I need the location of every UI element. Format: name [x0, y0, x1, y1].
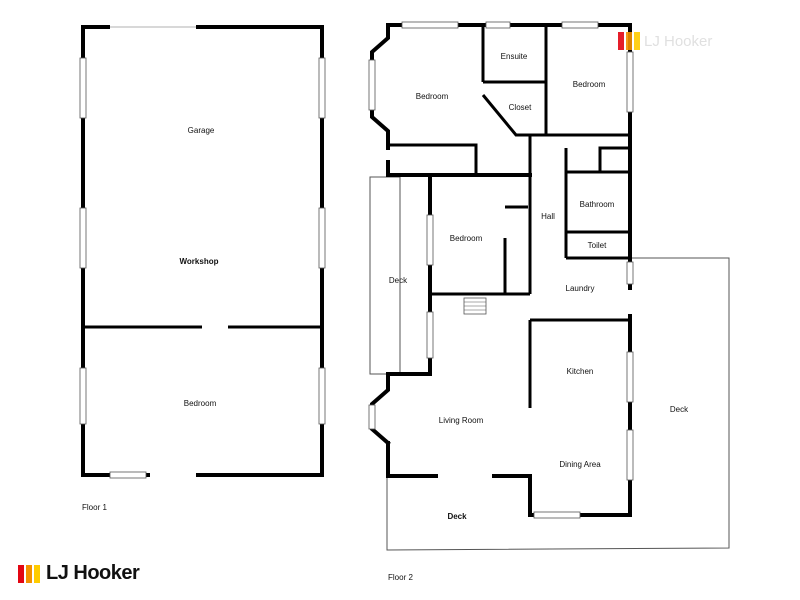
floor-2-window [626, 429, 634, 481]
watermark-bar-yellow [634, 32, 640, 50]
floor-2-window [626, 51, 634, 113]
floor-2-window [368, 404, 376, 430]
room-label-garage: Garage [188, 126, 215, 135]
room-label-closet: Closet [509, 103, 532, 112]
floor-2-plan: Bedroom Ensuite Closet Bedroom Hall Bath… [368, 21, 730, 582]
floor-1-plan: Garage Workshop Bedroom Floor 1 [79, 23, 326, 512]
brand-mark-icon [18, 564, 40, 583]
room-label-bathroom: Bathroom [580, 200, 615, 209]
living-room-door [438, 472, 492, 480]
room-label-ensuite: Ensuite [501, 52, 528, 61]
room-label-living-room: Living Room [439, 416, 484, 425]
laundry-door [627, 290, 633, 314]
floor-2-window [368, 59, 376, 111]
room-label-kitchen: Kitchen [567, 367, 594, 376]
wall-closet-diag [481, 94, 546, 137]
brand-logo: LJ Hooker [18, 562, 140, 585]
brand-watermark: LJ Hooker [618, 32, 712, 50]
brand-name: LJ Hooker [46, 562, 140, 584]
floor-2-window [626, 261, 634, 285]
room-label-deck-south: Deck [447, 512, 467, 521]
floor-1-window [79, 367, 87, 425]
room-label-workshop: Workshop [180, 257, 219, 266]
room-label-deck-west: Deck [389, 276, 408, 285]
floor-1-window [109, 471, 147, 479]
room-label-deck-east: Deck [670, 405, 689, 414]
floor-1-bottom-door [150, 471, 196, 479]
floor-1-window [318, 207, 326, 269]
floor-2-window [533, 511, 581, 519]
room-label-bedroom-ne: Bedroom [573, 80, 606, 89]
floor-2-window [426, 214, 434, 266]
room-label-toilet: Toilet [588, 241, 607, 250]
floor-2-window [561, 21, 599, 29]
floor-2-window [626, 351, 634, 403]
watermark-bar-red [618, 32, 624, 50]
floor-1-label: Floor 1 [82, 503, 107, 512]
room-label-bedroom-mid: Bedroom [450, 234, 483, 243]
floor-2-label: Floor 2 [388, 573, 413, 582]
brand-mark-bar-red [18, 564, 24, 583]
room-label-bedroom-nw: Bedroom [416, 92, 449, 101]
room-label-laundry: Laundry [566, 284, 595, 293]
floor-1-divider-door [202, 324, 228, 330]
deck-west-outline [369, 176, 401, 375]
floor-2-window [426, 311, 434, 359]
deck-east-south-outline [386, 257, 730, 551]
room-label-dining-area: Dining Area [559, 460, 601, 469]
brand-mark-bar-yellow [34, 564, 40, 583]
floor-1-window [318, 57, 326, 119]
watermark-text: LJ Hooker [644, 32, 713, 50]
floor-1-window [79, 207, 87, 269]
watermark-mark-icon [618, 32, 640, 50]
wall-closet-nw [388, 143, 478, 175]
floor-1-window [318, 367, 326, 425]
wall-closet-ne [598, 146, 630, 172]
floor-1-window [79, 57, 87, 119]
watermark-bar-orange [626, 32, 632, 50]
deck-west-door [385, 150, 391, 160]
bay-window-sw [370, 372, 391, 446]
brand-mark-bar-orange [26, 564, 32, 583]
floor-2-window [401, 21, 459, 29]
room-label-bedroom: Bedroom [184, 399, 217, 408]
room-label-hall: Hall [541, 212, 555, 221]
floor-2-window [485, 21, 511, 29]
floor-2-outer-wall [386, 23, 632, 517]
